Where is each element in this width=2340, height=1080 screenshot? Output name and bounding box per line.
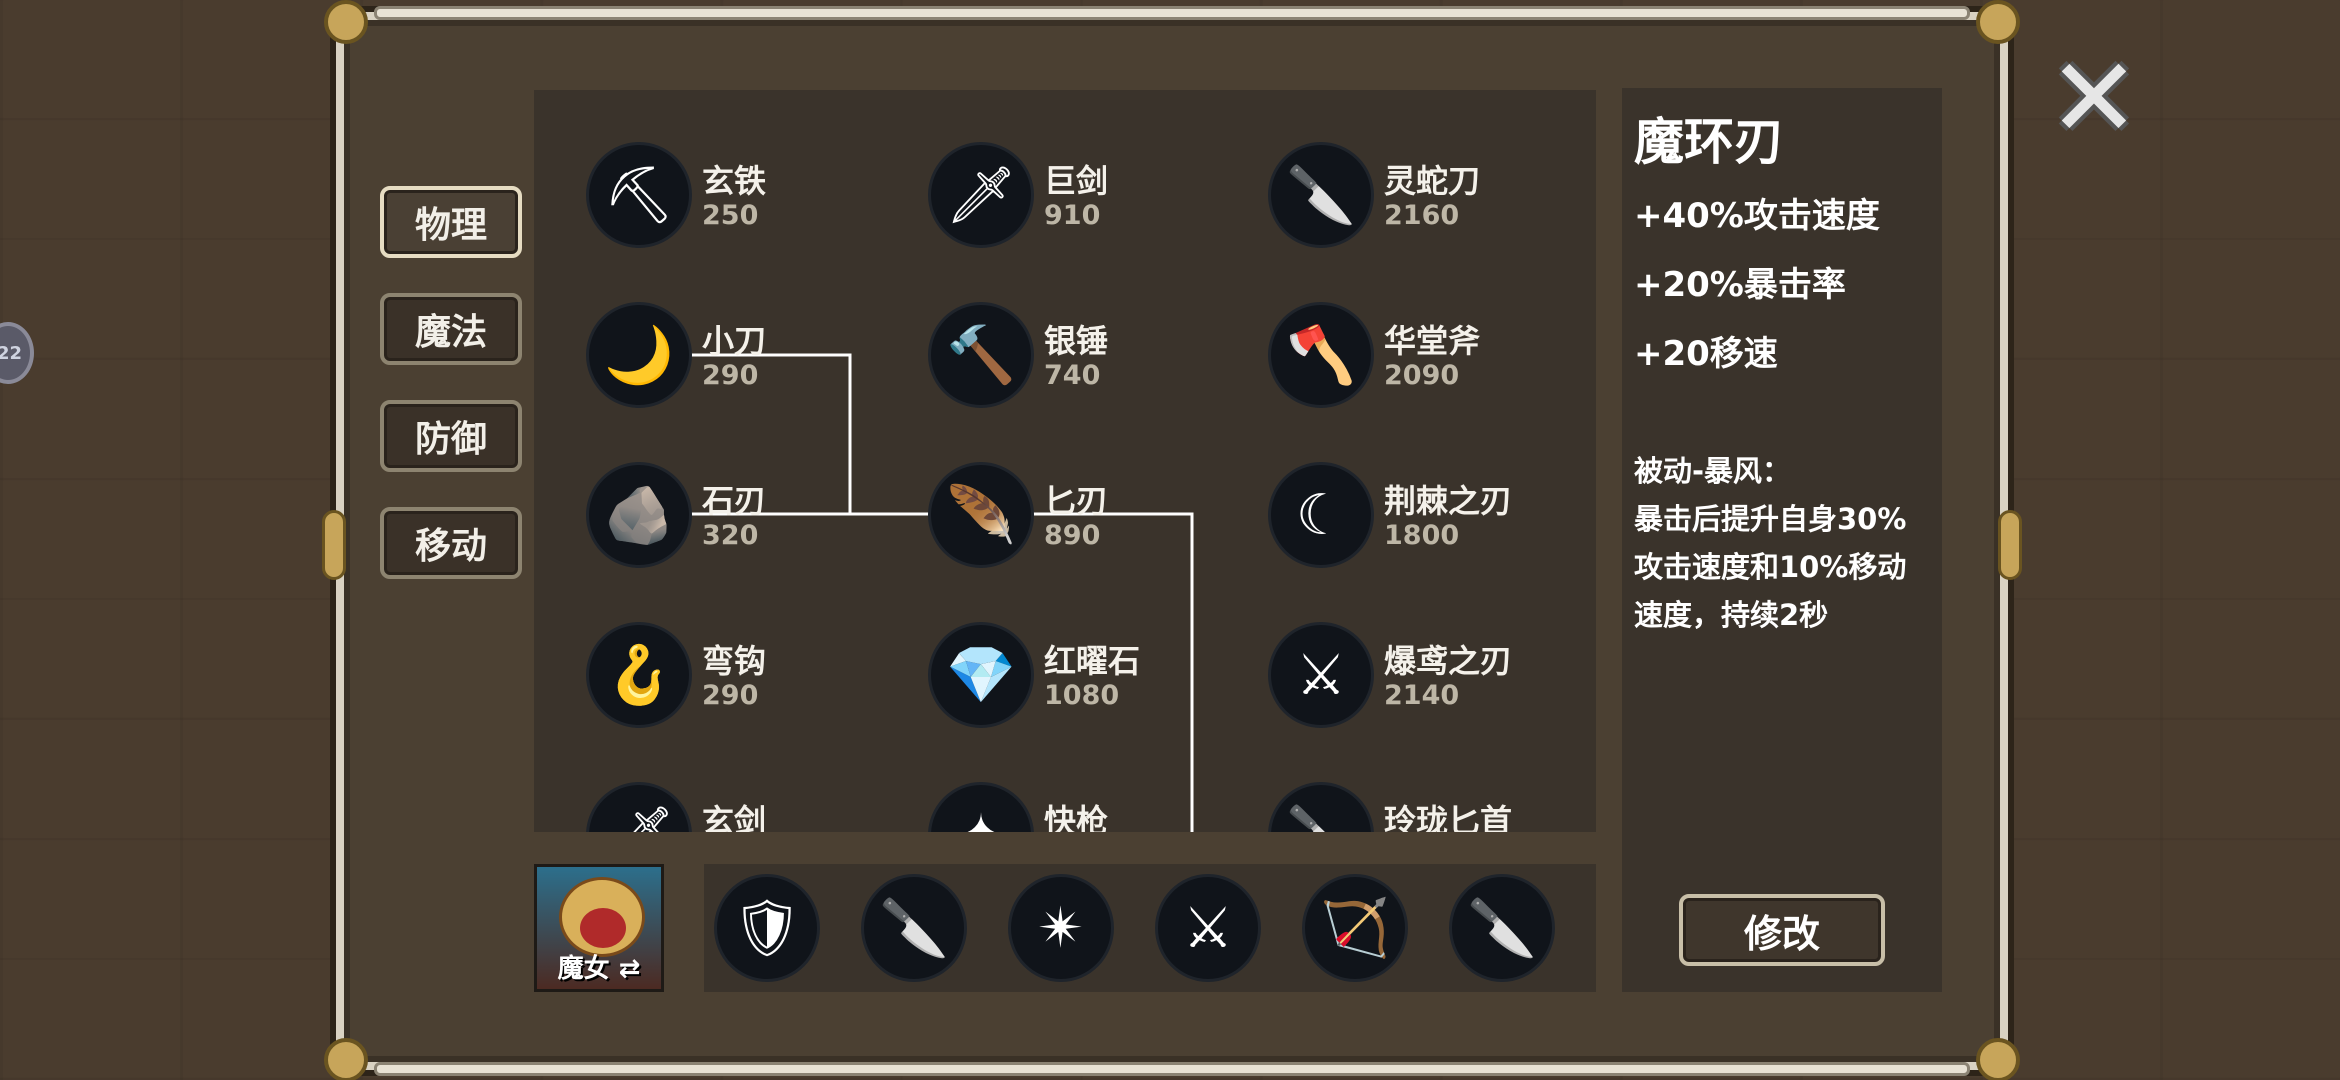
item-slot[interactable]: ⛏ 玄铁 250 xyxy=(586,142,906,252)
hero-label: 魔女 ⇄ xyxy=(557,954,641,984)
item-title: 魔环刃 xyxy=(1634,113,1784,171)
item-price: 2160 xyxy=(1384,200,1460,231)
item-price: 2140 xyxy=(1384,680,1460,711)
item-slot[interactable]: 🔨 银锤 740 xyxy=(928,302,1248,412)
item-slot[interactable]: ✦ 快枪 xyxy=(928,782,1248,832)
hero-portrait-card[interactable]: 魔女 ⇄ xyxy=(534,864,664,992)
item-slot[interactable]: 💎 红曜石 1080 xyxy=(928,622,1248,732)
item-stat: +40%攻击速度 xyxy=(1634,196,1880,236)
passive-line: 速度，持续2秒 xyxy=(1634,598,1829,632)
item-slot[interactable]: ⚔ 爆鸢之刃 2140 xyxy=(1268,622,1588,732)
tab-physical[interactable]: 物理 xyxy=(380,186,522,258)
item-price: 890 xyxy=(1044,520,1101,551)
item-details-panel: 魔环刃 +40%攻击速度 +20%暴击率 +20移速 被动-暴风： 暴击后提升自… xyxy=(1622,88,1942,992)
item-slot[interactable]: 🔪 灵蛇刀 2160 xyxy=(1268,142,1588,252)
greatsword-icon: 🗡 xyxy=(928,142,1034,248)
green-armor-icon[interactable]: 🛡 xyxy=(714,874,820,982)
item-price: 290 xyxy=(702,680,759,711)
item-name: 匕刃 xyxy=(1044,482,1109,520)
item-slot[interactable]: 🪶 匕刃 890 xyxy=(928,462,1248,572)
frame-notch-left xyxy=(322,510,346,580)
hammer-icon: 🔨 xyxy=(928,302,1034,408)
pickaxe-icon: ⛏ xyxy=(586,142,692,248)
item-name: 弯钩 xyxy=(702,642,767,680)
item-price: 740 xyxy=(1044,360,1101,391)
passive-description: 被动-暴风： 暴击后提升自身30% 攻击速度和10%移动 速度，持续2秒 xyxy=(1634,447,1930,639)
close-icon[interactable]: ✕ xyxy=(2047,34,2141,162)
items-grid: ⛏ 玄铁 250 🗡 巨剑 910 🔪 灵蛇刀 2160 🌙 小刀 290 🔨 … xyxy=(534,90,1596,832)
knife-icon: 🌙 xyxy=(586,302,692,408)
item-stat: +20移速 xyxy=(1634,334,1778,374)
curved-dagger-icon[interactable]: 🔪 xyxy=(861,874,967,982)
item-name: 玄铁 xyxy=(702,162,767,200)
frame-notch-right xyxy=(1998,510,2022,580)
item-slot[interactable]: 🌙 小刀 290 xyxy=(586,302,906,412)
frame-corner xyxy=(324,1038,368,1080)
item-slot[interactable]: 🗡 巨剑 910 xyxy=(928,142,1248,252)
side-badge[interactable]: 22 xyxy=(0,322,34,384)
frame-corner xyxy=(1976,0,2020,44)
item-price: 1080 xyxy=(1044,680,1120,711)
item-name: 爆鸢之刃 xyxy=(1384,642,1513,680)
stone-blade-icon: 🪨 xyxy=(586,462,692,568)
passive-line: 暴击后提升自身30% xyxy=(1634,502,1907,536)
passive-line: 被动-暴风： xyxy=(1634,454,1792,488)
item-name: 灵蛇刀 xyxy=(1384,162,1481,200)
item-name: 小刀 xyxy=(702,322,767,360)
kite-blade-icon: ⚔ xyxy=(1268,622,1374,728)
hero-avatar xyxy=(559,877,645,957)
exquisite-dagger-icon: 🔪 xyxy=(1268,782,1374,832)
item-name: 银锤 xyxy=(1044,322,1109,360)
frame-corner xyxy=(324,0,368,44)
item-slot[interactable]: 🪝 弯钩 290 xyxy=(586,622,906,732)
spear-icon: ✦ xyxy=(928,782,1034,832)
tab-magic[interactable]: 魔法 xyxy=(380,293,522,365)
item-price: 2090 xyxy=(1384,360,1460,391)
item-slot[interactable]: 🪨 石刃 320 xyxy=(586,462,906,572)
item-name: 快枪 xyxy=(1044,802,1109,832)
item-price: 1800 xyxy=(1384,520,1460,551)
serpent-blade-icon: 🔪 xyxy=(1268,142,1374,248)
passive-line: 攻击速度和10%移动 xyxy=(1634,550,1907,584)
dagger-blade-icon: 🪶 xyxy=(928,462,1034,568)
item-name: 玲珑匕首 xyxy=(1384,802,1513,832)
item-name: 巨剑 xyxy=(1044,162,1109,200)
hook-icon: 🪝 xyxy=(586,622,692,728)
item-price: 320 xyxy=(702,520,759,551)
frame-rail-bottom xyxy=(374,1062,1970,1076)
item-slot[interactable]: 🔪 玲珑匕首 xyxy=(1268,782,1588,832)
item-price: 290 xyxy=(702,360,759,391)
tab-movement[interactable]: 移动 xyxy=(380,507,522,579)
modify-button[interactable]: 修改 xyxy=(1679,894,1885,966)
item-name: 玄剑 xyxy=(702,802,767,832)
batwing-blade-icon[interactable]: ✴ xyxy=(1008,874,1114,982)
equipped-items-strip: 🛡 🔪 ✴ ⚔ 🏹 🔪 xyxy=(704,864,1596,992)
item-name: 红曜石 xyxy=(1044,642,1141,680)
red-gem-icon: 💎 xyxy=(928,622,1034,728)
item-slot[interactable]: 🪓 华堂斧 2090 xyxy=(1268,302,1588,412)
serrated-sword-icon[interactable]: ⚔ xyxy=(1155,874,1261,982)
item-slot[interactable]: 🗡 玄剑 xyxy=(586,782,906,832)
tab-defense[interactable]: 防御 xyxy=(380,400,522,472)
item-stat: +20%暴击率 xyxy=(1634,265,1846,305)
item-name: 石刃 xyxy=(702,482,767,520)
item-slot[interactable]: ☾ 荆棘之刃 1800 xyxy=(1268,462,1588,572)
thorn-blade-icon: ☾ xyxy=(1268,462,1374,568)
item-price: 910 xyxy=(1044,200,1101,231)
item-name: 华堂斧 xyxy=(1384,322,1481,360)
category-tabs: 物理 魔法 防御 移动 xyxy=(380,186,522,614)
item-price: 250 xyxy=(702,200,759,231)
frame-corner xyxy=(1976,1038,2020,1080)
item-name: 荆棘之刃 xyxy=(1384,482,1513,520)
axe-icon: 🪓 xyxy=(1268,302,1374,408)
serpent-blade-icon[interactable]: 🔪 xyxy=(1449,874,1555,982)
bow-icon[interactable]: 🏹 xyxy=(1302,874,1408,982)
frame-rail-top xyxy=(374,6,1970,20)
dark-sword-icon: 🗡 xyxy=(586,782,692,832)
